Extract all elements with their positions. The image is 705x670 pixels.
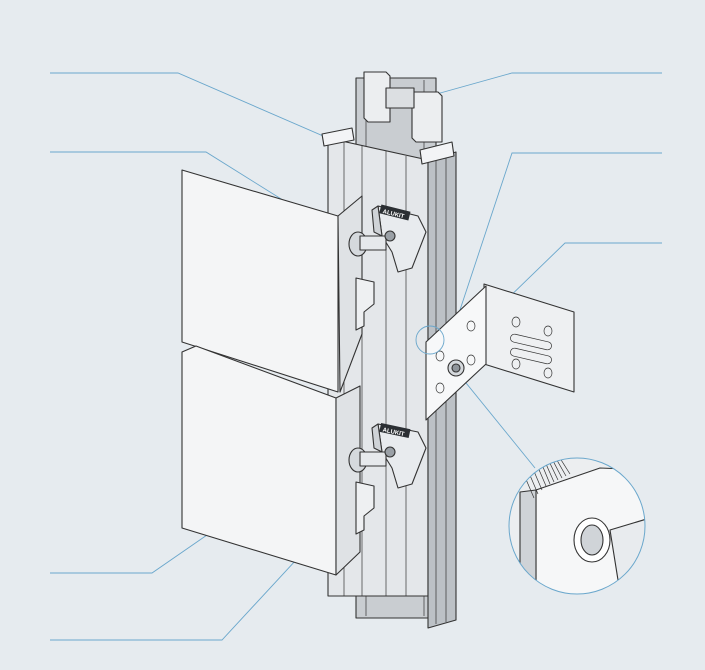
profile-top-cap-2: [411, 91, 443, 143]
leader-line-top-left: [50, 72, 391, 166]
lower-facade-panel: [181, 345, 375, 576]
bracket-detail-marker: [415, 325, 445, 355]
callout-leaders: [50, 72, 662, 641]
detail-magnifier: [508, 457, 646, 595]
bracket-holes: [435, 316, 553, 394]
leader-line-detail: [461, 377, 536, 469]
bracket-leg-wall: [483, 283, 575, 393]
lower-panel-hook: [355, 481, 375, 535]
lower-panel-clip: ALUKIT: [348, 422, 427, 489]
bracket-bolt: [447, 359, 465, 377]
lower-panel-edge: [335, 385, 361, 576]
leader-line-right-1: [454, 152, 662, 326]
profile-top-cap: [363, 71, 391, 123]
bracket-leg-front: [425, 285, 487, 421]
magnifier-outline: [508, 457, 646, 595]
upper-panel-face: [181, 169, 339, 393]
upper-panel-clip: ALUKIT: [348, 204, 427, 273]
wall-bracket: [415, 283, 575, 421]
leader-line-top-right: [407, 72, 662, 103]
upper-clip-brand-text: ALUKIT: [382, 209, 405, 220]
upper-panel-hook: [355, 277, 375, 331]
lower-clip-brand-text: ALUKIT: [382, 428, 405, 439]
